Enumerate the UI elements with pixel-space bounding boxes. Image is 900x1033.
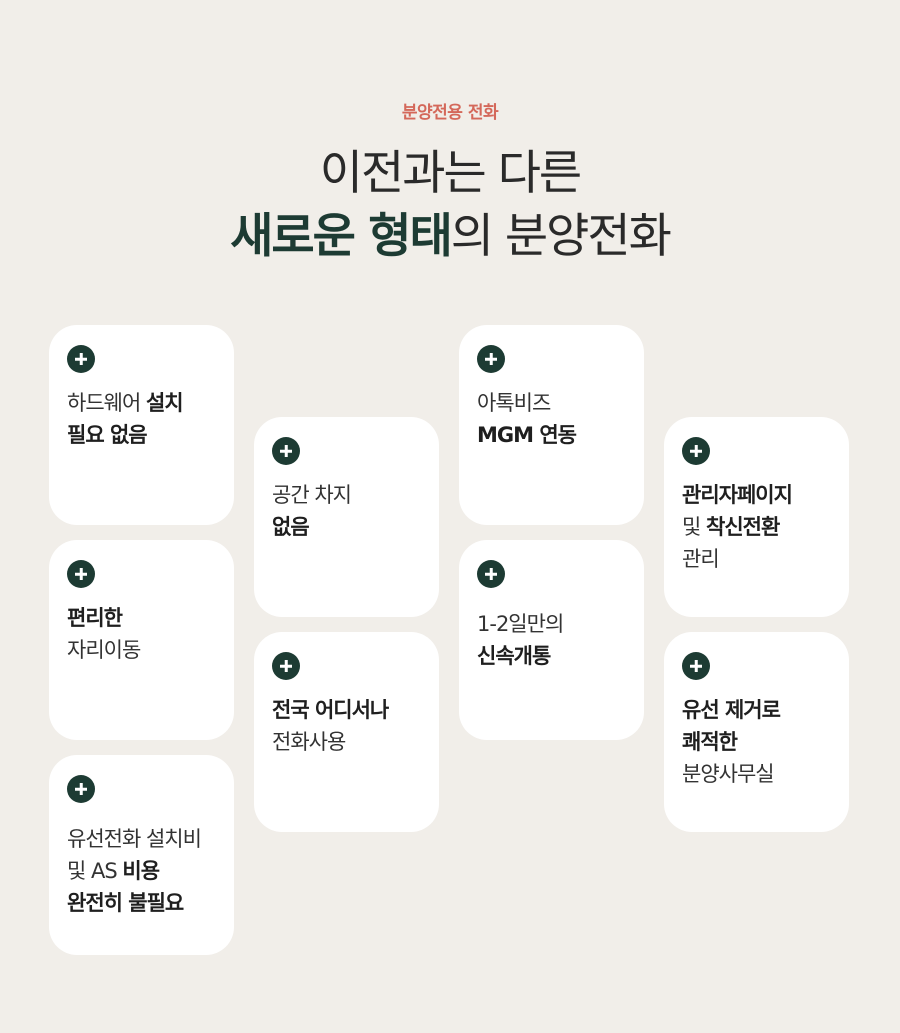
plus-icon: [477, 560, 505, 588]
eyebrow-label: 분양전용 전화: [401, 103, 499, 123]
card-text-regular: 유선전화 설치비: [67, 827, 202, 851]
card-text-regular: 전화사용: [272, 730, 346, 754]
card-text-regular: 분양사무실: [682, 762, 775, 786]
card-text-bold: 관리자페이지: [682, 483, 793, 507]
plus-icon: [67, 345, 95, 373]
card-text-regular: 하드웨어: [67, 391, 146, 415]
plus-icon: [67, 775, 95, 803]
card-text-bold: 완전히 불필요: [67, 891, 184, 915]
plus-icon: [682, 437, 710, 465]
card-text-regular: 아톡비즈: [477, 391, 551, 415]
plus-icon: [682, 652, 710, 680]
headline-rest: 의 분양전화: [450, 209, 672, 264]
card-text-bold: 착신전환: [706, 515, 780, 539]
card-text-bold: 신속개통: [477, 644, 551, 668]
card-text-regular: 및: [682, 515, 706, 539]
card-text-regular: 및 AS: [67, 859, 123, 883]
card-text-regular: 공간 차지: [272, 483, 352, 507]
plus-icon: [67, 560, 95, 588]
card-text-bold: 설치: [145, 391, 184, 415]
card-text-bold: 유선 제거로: [682, 698, 781, 722]
card-text-bold: 필요 없음: [67, 423, 148, 447]
feature-card-mgm: 아톡비즈 MGM 연동: [459, 325, 644, 525]
card-text: 아톡비즈 MGM 연동: [477, 387, 626, 451]
card-text-bold: 쾌적한: [682, 730, 738, 754]
card-text-regular: 1-2일만의: [477, 612, 564, 636]
card-text-regular: 자리이동: [67, 638, 141, 662]
headline-accent: 새로운 형태: [230, 209, 453, 264]
card-text-bold: 비용: [122, 859, 160, 883]
card-text-regular: 관리: [682, 547, 720, 571]
headline-line-1: 이전과는 다른: [319, 146, 582, 201]
plus-icon: [477, 345, 505, 373]
plus-icon: [272, 652, 300, 680]
card-text-bold: 전국 어디서나: [272, 698, 389, 722]
headline-line-2: 새로운 형태의 분양전화: [0, 213, 900, 260]
card-text-bold: 없음: [272, 515, 310, 539]
card-text-bold: MGM 연동: [477, 423, 577, 447]
card-text-bold: 편리한: [67, 606, 123, 630]
plus-icon: [272, 437, 300, 465]
